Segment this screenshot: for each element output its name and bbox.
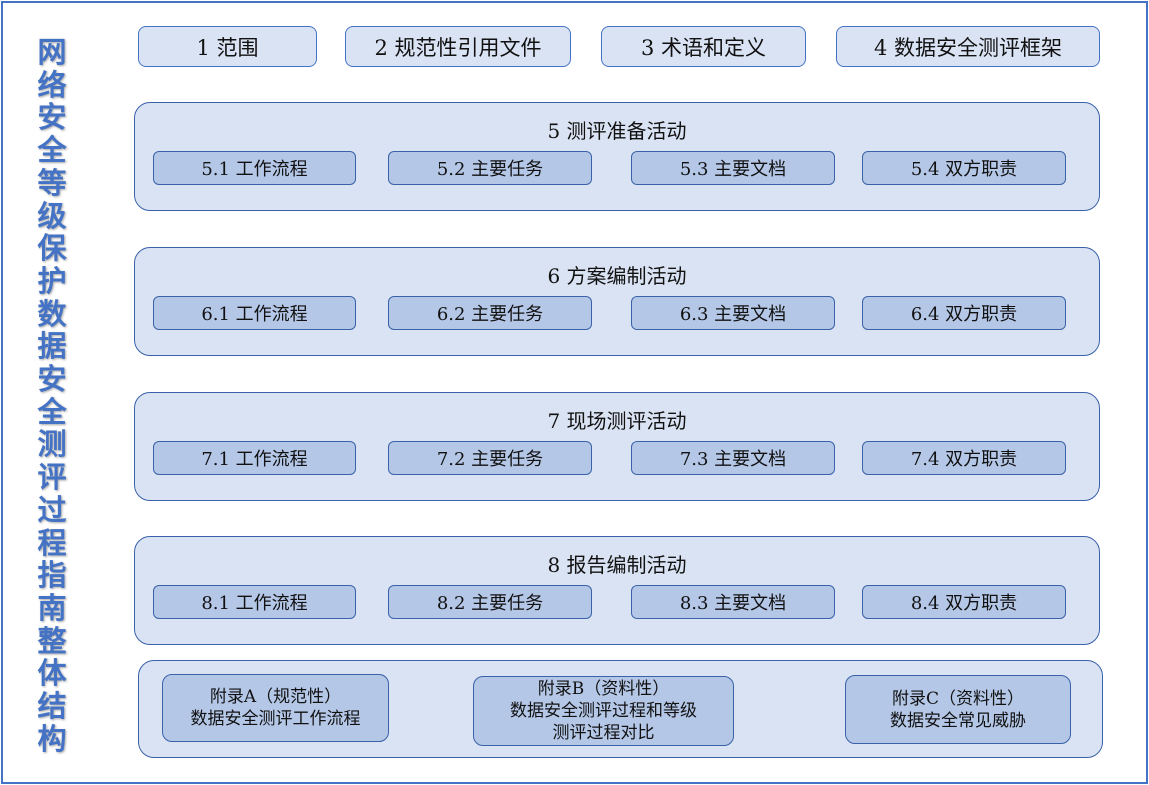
subsection-item: 8.1 工作流程 bbox=[153, 585, 356, 619]
section-6: 6 方案编制活动 6.1 工作流程 6.2 主要任务 6.3 主要文档 6.4 双方职责 bbox=[134, 247, 1100, 356]
appendix-c-line: 附录C（资料性） bbox=[891, 688, 1024, 709]
title-character: 整 bbox=[37, 623, 67, 658]
subsection-item: 8.4 双方职责 bbox=[862, 585, 1066, 619]
title-character: 级 bbox=[37, 198, 67, 233]
top-item-terms-definitions: 3 术语和定义 bbox=[601, 26, 806, 67]
section-title: 6 方案编制活动 bbox=[547, 264, 687, 288]
appendix-c: 附录C（资料性） 数据安全常见威胁 bbox=[845, 675, 1071, 744]
appendix-b-line: 附录B（资料性） bbox=[537, 679, 670, 699]
title-character: 安 bbox=[37, 362, 67, 397]
title-character: 全 bbox=[37, 394, 67, 429]
title-character: 网 bbox=[37, 35, 67, 69]
title-character: 据 bbox=[37, 329, 67, 364]
top-item-framework: 4 数据安全测评框架 bbox=[836, 26, 1100, 67]
title-character: 体 bbox=[37, 656, 67, 691]
title-character: 全 bbox=[37, 133, 67, 168]
title-character: 构 bbox=[37, 721, 67, 756]
subsection-item: 7.3 主要文档 bbox=[631, 441, 835, 475]
appendix-c-line: 数据安全常见威胁 bbox=[890, 710, 1026, 731]
section-5: 5 测评准备活动 5.1 工作流程 5.2 主要任务 5.3 主要文档 5.4 双方职责 bbox=[134, 102, 1100, 211]
subsection-item: 5.4 双方职责 bbox=[862, 151, 1066, 185]
section-title: 5 测评准备活动 bbox=[547, 119, 687, 143]
title-character: 过 bbox=[37, 492, 67, 527]
subsection-item: 8.3 主要文档 bbox=[631, 585, 835, 619]
top-item-scope: 1 范围 bbox=[138, 26, 317, 67]
subsection-item: 5.2 主要任务 bbox=[388, 151, 592, 185]
title-character: 程 bbox=[37, 525, 67, 560]
subsection-item: 8.2 主要任务 bbox=[388, 585, 592, 619]
title-character: 结 bbox=[37, 689, 67, 724]
appendix-a-line: 附录A（规范性） bbox=[209, 687, 342, 707]
subsection-item: 5.3 主要文档 bbox=[631, 151, 835, 185]
appendix-a-line: 数据安全测评工作流程 bbox=[190, 709, 361, 729]
subsection-item: 7.2 主要任务 bbox=[388, 441, 592, 475]
subsection-item: 7.1 工作流程 bbox=[153, 441, 356, 475]
section-7: 7 现场测评活动 7.1 工作流程 7.2 主要任务 7.3 主要文档 7.4 双方职责 bbox=[134, 392, 1100, 501]
title-character: 南 bbox=[37, 590, 67, 625]
appendix-a: 附录A（规范性） 数据安全测评工作流程 bbox=[162, 674, 389, 742]
subsection-item: 7.4 双方职责 bbox=[862, 441, 1066, 475]
title-character: 指 bbox=[37, 558, 67, 593]
subsection-item: 6.3 主要文档 bbox=[631, 296, 835, 330]
appendix-container: 附录A（规范性） 数据安全测评工作流程 附录B（资料性） 数据安全测评过程和等级… bbox=[138, 660, 1103, 758]
title-character: 安 bbox=[37, 100, 67, 135]
appendix-b-line: 测评过程对比 bbox=[552, 723, 655, 743]
section-title: 8 报告编制活动 bbox=[547, 553, 687, 577]
title-character: 测 bbox=[37, 427, 67, 462]
section-title: 7 现场测评活动 bbox=[547, 409, 687, 433]
vertical-title: 网络安全等级保护数据安全测评过程指南整体结构 bbox=[30, 36, 74, 755]
title-character: 评 bbox=[37, 460, 67, 495]
subsection-item: 5.1 工作流程 bbox=[153, 151, 356, 185]
top-item-normative-references: 2 规范性引用文件 bbox=[345, 26, 571, 67]
title-character: 护 bbox=[37, 263, 67, 298]
subsection-item: 6.2 主要任务 bbox=[388, 296, 592, 330]
title-character: 数 bbox=[37, 296, 67, 331]
appendix-b: 附录B（资料性） 数据安全测评过程和等级 测评过程对比 bbox=[473, 676, 734, 746]
subsection-item: 6.4 双方职责 bbox=[862, 296, 1066, 330]
appendix-b-line: 数据安全测评过程和等级 bbox=[510, 701, 697, 721]
title-character: 保 bbox=[37, 231, 67, 266]
subsection-item: 6.1 工作流程 bbox=[153, 296, 356, 330]
title-character: 络 bbox=[37, 67, 67, 102]
title-character: 等 bbox=[37, 165, 67, 200]
section-8: 8 报告编制活动 8.1 工作流程 8.2 主要任务 8.3 主要文档 8.4 双方职责 bbox=[134, 536, 1100, 645]
